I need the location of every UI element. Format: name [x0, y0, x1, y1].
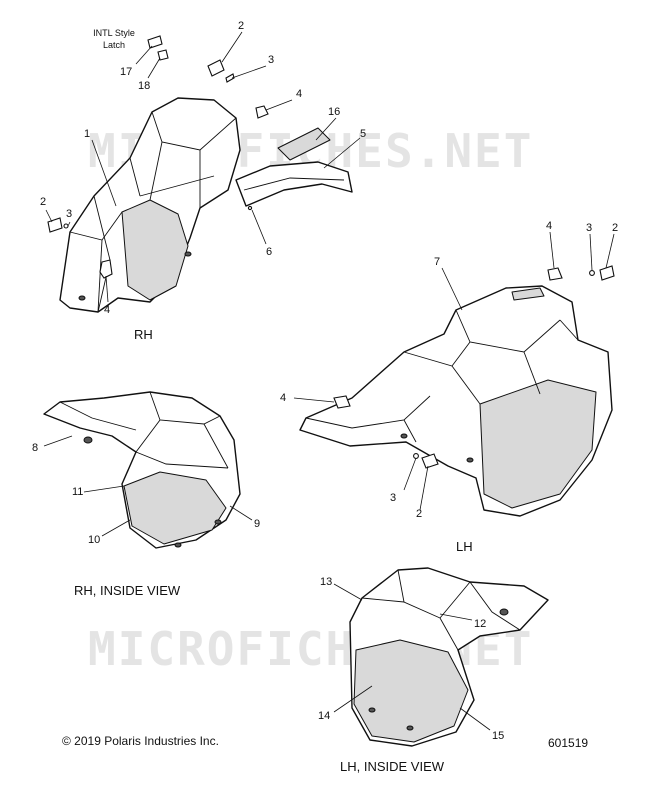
callout-7: 7 [434, 256, 441, 268]
callout-2-top: 2 [238, 20, 245, 32]
callout-5: 5 [360, 128, 367, 140]
caption-rh-inside-view: RH, INSIDE VIEW [74, 583, 181, 598]
leader-lines [43, 31, 615, 731]
callout-2-lh: 2 [612, 222, 619, 234]
callout-10: 10 [88, 534, 101, 546]
callout-14: 14 [318, 710, 331, 722]
callout-4-lh: 4 [546, 220, 553, 232]
callout-2-rh: 2 [40, 196, 47, 208]
callout-11: 11 [72, 486, 84, 498]
callout-1: 1 [84, 128, 91, 140]
callout-3-lh-low: 3 [390, 492, 397, 504]
callout-4-rh: 4 [104, 304, 111, 316]
rh-inside-view [43, 391, 241, 549]
lh-inside-view [349, 567, 549, 747]
lh-hardware [333, 265, 615, 469]
caption-rh: RH [134, 327, 153, 342]
callout-16: 16 [328, 106, 341, 118]
callout-4-top: 4 [296, 88, 303, 100]
callout-8: 8 [32, 442, 39, 454]
callout-13: 13 [320, 576, 333, 588]
rh-fender-assembly [59, 97, 353, 313]
copyright-notice: © 2019 Polaris Industries Inc. [62, 734, 219, 748]
callout-18: 18 [138, 80, 151, 92]
callout-6: 6 [266, 246, 273, 258]
callout-4-lh-low: 4 [280, 392, 287, 404]
callout-3-rh: 3 [66, 208, 73, 220]
callout-17: 17 [120, 66, 133, 78]
caption-lh-inside-view: LH, INSIDE VIEW [340, 759, 445, 774]
callout-9: 9 [254, 518, 261, 530]
callout-12: 12 [474, 618, 487, 630]
callout-3-top: 3 [268, 54, 275, 66]
rh-hardware [47, 35, 269, 279]
diagram-number: 601519 [548, 736, 589, 750]
callout-3-lh: 3 [586, 222, 593, 234]
callout-15: 15 [492, 730, 505, 742]
callout-2-lh-low: 2 [416, 508, 423, 520]
latch-note-line-2: Latch [102, 40, 126, 50]
caption-lh: LH [456, 539, 473, 554]
lh-fender-assembly [299, 285, 613, 517]
latch-note-line-1: INTL Style [93, 28, 135, 38]
